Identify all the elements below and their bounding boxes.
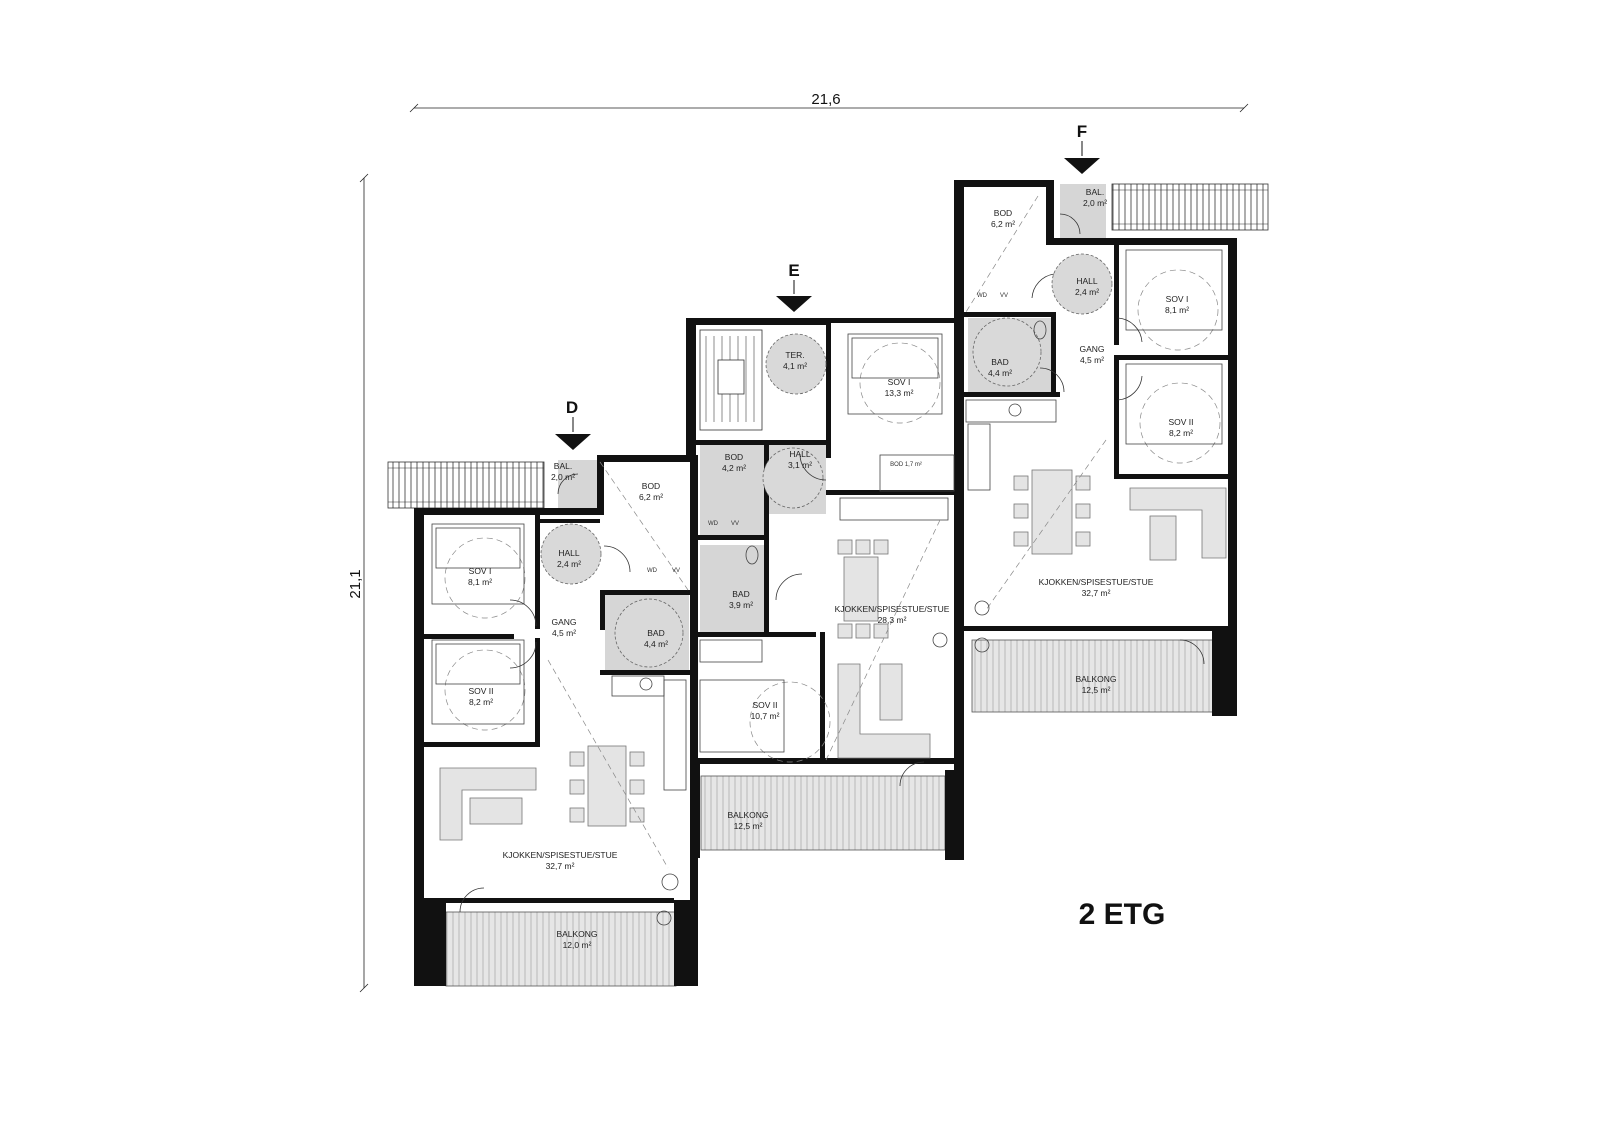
f-bad-name: BAD bbox=[991, 357, 1008, 367]
e-kjokken-area: 28,3 m² bbox=[878, 615, 907, 625]
marker-f-label: F bbox=[1077, 122, 1087, 141]
e-bod-name: BOD bbox=[725, 452, 743, 462]
d-sov1-name: SOV I bbox=[469, 566, 492, 576]
e-kjokken-name: KJOKKEN/SPISESTUE/STUE bbox=[835, 604, 950, 614]
marker-e: E bbox=[776, 261, 812, 312]
d-gang-area: 4,5 m² bbox=[552, 628, 576, 638]
f-vv: VV bbox=[1000, 293, 1008, 299]
e-ter-name: TER. bbox=[785, 350, 804, 360]
labels-unit-e: TER. 4,1 m² SOV I 13,3 m² BOD 4,2 m² HAL… bbox=[708, 350, 950, 831]
walls-unit-e bbox=[686, 180, 964, 860]
f-bal-name: BAL. bbox=[1086, 187, 1104, 197]
walls-unit-d bbox=[414, 455, 698, 986]
e-hall-area: 3,1 m² bbox=[788, 460, 812, 470]
f-sov2-area: 8,2 m² bbox=[1169, 428, 1193, 438]
d-bad-name: BAD bbox=[647, 628, 664, 638]
f-gang-name: GANG bbox=[1079, 344, 1104, 354]
d-bod-name: BOD bbox=[642, 481, 660, 491]
e-balkong-name: BALKONG bbox=[727, 810, 768, 820]
height-dimension: 21,1 bbox=[347, 173, 369, 993]
marker-e-arrow-icon bbox=[776, 296, 812, 312]
f-balkong-area: 12,5 m² bbox=[1082, 685, 1111, 695]
e-sov1-name: SOV I bbox=[888, 377, 911, 387]
balcony-e bbox=[700, 775, 946, 851]
f-sov1-area: 8,1 m² bbox=[1165, 305, 1189, 315]
labels-unit-d: BAL. 2,0 m² BOD 6,2 m² HALL 2,4 m² SOV I… bbox=[468, 461, 680, 950]
d-hall-name: HALL bbox=[558, 548, 580, 558]
f-kjokken-name: KJOKKEN/SPISESTUE/STUE bbox=[1039, 577, 1154, 587]
f-gang-area: 4,5 m² bbox=[1080, 355, 1104, 365]
f-bad-area: 4,4 m² bbox=[988, 368, 1012, 378]
e-balkong-area: 12,5 m² bbox=[734, 821, 763, 831]
d-bod-area: 6,2 m² bbox=[639, 492, 663, 502]
d-kjokken-area: 32,7 m² bbox=[546, 861, 575, 871]
walls-unit-f bbox=[954, 180, 1237, 716]
balcony-f bbox=[971, 639, 1219, 713]
d-balkong-name: BALKONG bbox=[556, 929, 597, 939]
e-bad-name: BAD bbox=[732, 589, 749, 599]
marker-d-arrow-icon bbox=[555, 434, 591, 450]
d-wd: WD bbox=[647, 568, 658, 574]
floor-label: 2 ETG bbox=[1079, 898, 1166, 931]
d-bad-area: 4,4 m² bbox=[644, 639, 668, 649]
e-hall-name: HALL bbox=[789, 449, 811, 459]
width-label: 21,6 bbox=[811, 91, 840, 108]
balcony-d bbox=[445, 911, 677, 987]
d-hall-area: 2,4 m² bbox=[557, 559, 581, 569]
stair-right bbox=[1111, 183, 1269, 231]
d-sov2-name: SOV II bbox=[468, 686, 493, 696]
d-sov1-area: 8,1 m² bbox=[468, 577, 492, 587]
f-sov1-name: SOV I bbox=[1166, 294, 1189, 304]
f-bod-name: BOD bbox=[994, 208, 1012, 218]
e-ter-area: 4,1 m² bbox=[783, 361, 807, 371]
e-bod-area: 4,2 m² bbox=[722, 463, 746, 473]
width-dimension: 21,6 bbox=[409, 91, 1249, 113]
f-hall-name: HALL bbox=[1076, 276, 1098, 286]
stair-left bbox=[387, 461, 545, 509]
f-balkong-name: BALKONG bbox=[1075, 674, 1116, 684]
f-hall-area: 2,4 m² bbox=[1075, 287, 1099, 297]
height-label: 21,1 bbox=[347, 569, 364, 598]
d-balkong-area: 12,0 m² bbox=[563, 940, 592, 950]
marker-e-label: E bbox=[788, 261, 799, 280]
e-bod-small: BOD 1,7 m² bbox=[890, 462, 922, 468]
d-bal-name: BAL. bbox=[554, 461, 572, 471]
d-bal-area: 2,0 m² bbox=[551, 472, 575, 482]
marker-d-label: D bbox=[566, 398, 578, 417]
f-bod-area: 6,2 m² bbox=[991, 219, 1015, 229]
d-gang-name: GANG bbox=[551, 617, 576, 627]
labels-unit-f: BOD 6,2 m² BAL. 2,0 m² HALL 2,4 m² SOV I… bbox=[977, 187, 1194, 695]
f-wd: WD bbox=[977, 293, 988, 299]
e-vv: VV bbox=[731, 521, 739, 527]
f-sov2-name: SOV II bbox=[1168, 417, 1193, 427]
marker-f-arrow-icon bbox=[1064, 158, 1100, 174]
f-kjokken-area: 32,7 m² bbox=[1082, 588, 1111, 598]
f-bal-area: 2,0 m² bbox=[1083, 198, 1107, 208]
e-sov2-name: SOV II bbox=[752, 700, 777, 710]
d-vv: VV bbox=[672, 568, 680, 574]
e-wd: WD bbox=[708, 521, 719, 527]
d-kjokken-name: KJOKKEN/SPISESTUE/STUE bbox=[503, 850, 618, 860]
fixtures bbox=[431, 195, 1227, 926]
e-sov1-area: 13,3 m² bbox=[885, 388, 914, 398]
d-sov2-area: 8,2 m² bbox=[469, 697, 493, 707]
e-sov2-area: 10,7 m² bbox=[751, 711, 780, 721]
e-bad-area: 3,9 m² bbox=[729, 600, 753, 610]
marker-d: D bbox=[555, 398, 591, 450]
marker-f: F bbox=[1064, 122, 1100, 174]
